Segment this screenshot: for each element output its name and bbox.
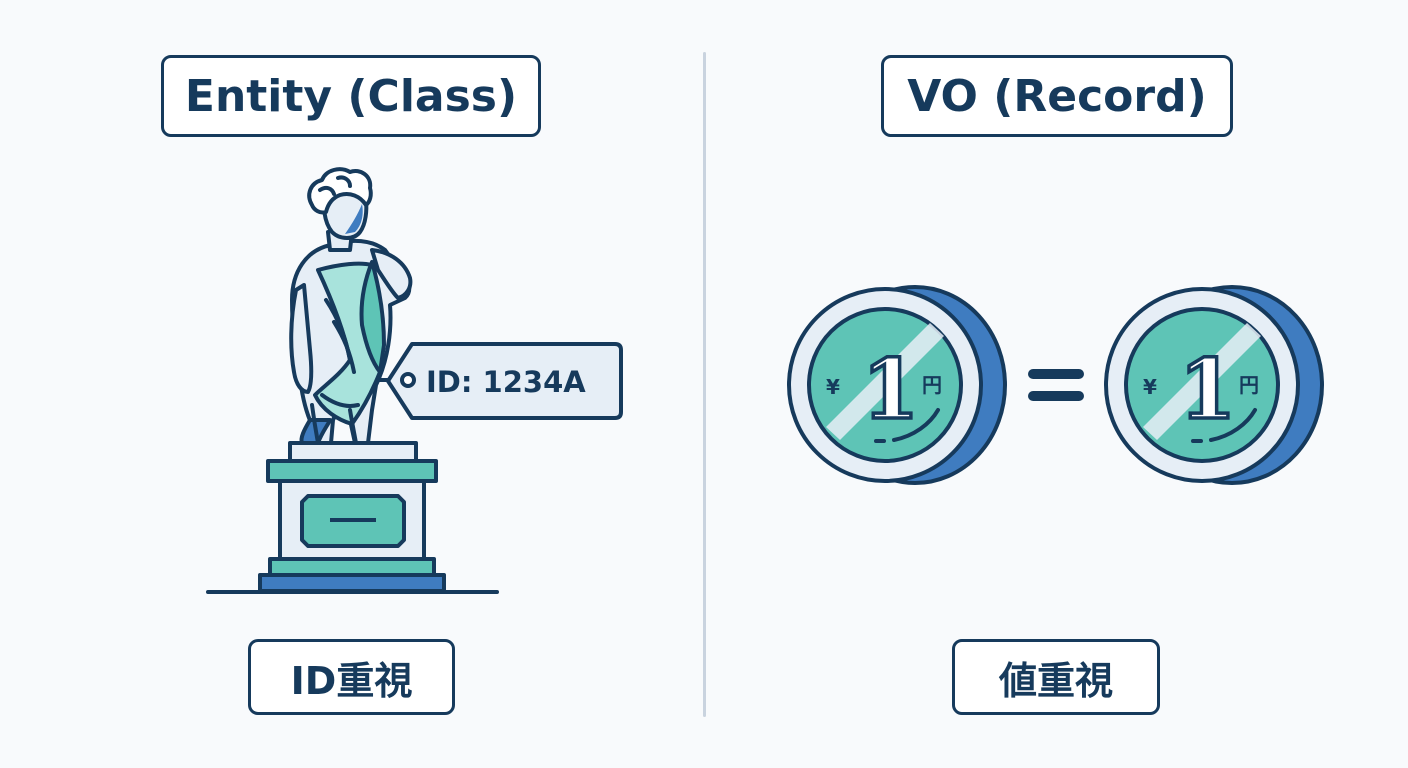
entity-title: Entity (Class) xyxy=(161,55,541,137)
coin-value: 1 xyxy=(1179,342,1236,438)
coin-unit: 円 xyxy=(1239,373,1259,397)
id-tag-text: ID: 1234A xyxy=(426,365,586,399)
statue-icon xyxy=(289,167,413,445)
coin-unit: 円 xyxy=(922,373,942,397)
value-object-caption: 値重視 xyxy=(952,639,1160,715)
coin-mark: ¥ xyxy=(826,375,840,399)
coin-value: 1 xyxy=(862,342,919,438)
coin-icon: 1 ¥ 円 xyxy=(787,285,1007,485)
pedestal-icon xyxy=(206,441,499,594)
entity-caption: ID重視 xyxy=(248,639,455,715)
id-tag-icon: ID: 1234A xyxy=(376,342,623,420)
coin-icon: 1 ¥ 円 xyxy=(1104,285,1324,485)
equals-icon xyxy=(1028,369,1084,401)
value-object-title: VO (Record) xyxy=(881,55,1233,137)
center-divider xyxy=(703,52,706,717)
coin-mark: ¥ xyxy=(1143,375,1157,399)
